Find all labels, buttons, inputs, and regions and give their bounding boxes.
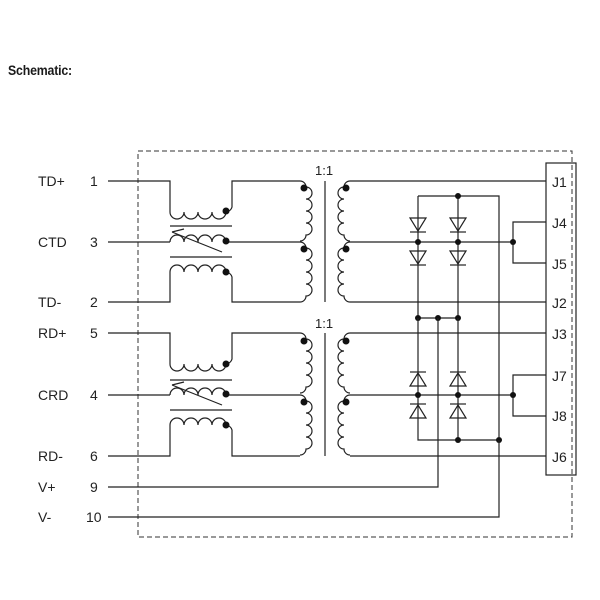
jack-pin-label: J8	[552, 408, 567, 424]
pin-number: 9	[90, 479, 98, 495]
jack-pin-label: J6	[552, 449, 567, 465]
tx-common-mode-choke	[108, 180, 300, 303]
jack-pin-label: J3	[552, 326, 567, 342]
jack-pin-label: J1	[552, 174, 567, 190]
rx-diode-array	[408, 318, 502, 443]
jack-pin-label: J7	[552, 368, 567, 384]
pin-name: V-	[38, 509, 52, 525]
pin-name: TD+	[38, 173, 65, 189]
rx-common-mode-choke	[108, 332, 300, 457]
pin-name: RD+	[38, 325, 66, 341]
jack-pin-label: J2	[552, 295, 567, 311]
tx-diode-array	[408, 193, 500, 437]
tx-ratio-label: 1:1	[315, 163, 333, 178]
pin-number: 6	[90, 448, 98, 464]
tx-isolation-transformer: 1:1	[299, 163, 546, 303]
jack-pin-label: J5	[552, 256, 567, 272]
pin-name: V+	[38, 479, 56, 495]
schematic-title: Schematic:	[8, 62, 72, 78]
pin-number: 5	[90, 325, 98, 341]
pin-number: 10	[86, 509, 102, 525]
module-boundary	[137, 150, 573, 538]
pin-number: 2	[90, 294, 98, 310]
pin-number: 1	[90, 173, 98, 189]
pin-name: TD-	[38, 294, 62, 310]
rx-ratio-label: 1:1	[315, 316, 333, 331]
pin-labels: TD+ 1 CTD 3 TD- 2 RD+ 5 CRD 4 RD- 6 V+ 9…	[38, 173, 102, 525]
rj45-connector: J1 J4 J5 J2 J3 J7 J8 J6	[545, 162, 577, 476]
jack-ties	[510, 221, 546, 417]
pin-name: CTD	[38, 234, 67, 250]
power-lines	[108, 318, 500, 518]
pin-name: RD-	[38, 448, 63, 464]
pin-number: 4	[90, 387, 98, 403]
rx-isolation-transformer: 1:1	[299, 316, 546, 457]
pin-number: 3	[90, 234, 98, 250]
jack-pin-label: J4	[552, 215, 567, 231]
pin-name: CRD	[38, 387, 68, 403]
